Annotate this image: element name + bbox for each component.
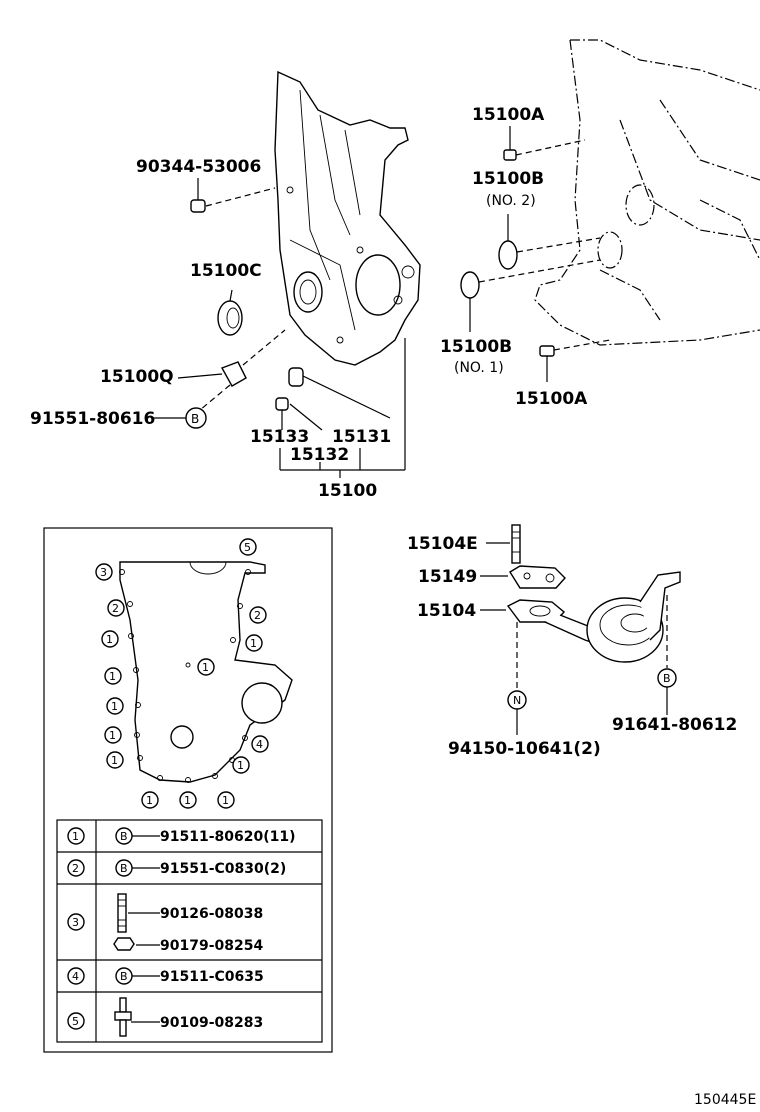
label-15100: 15100 [318, 481, 377, 501]
label-91551-80616: 91551-80616 [30, 409, 155, 429]
dowel-15100A-top [503, 126, 586, 161]
figure-id: 150445E [694, 1092, 756, 1108]
svg-text:4: 4 [72, 970, 79, 983]
label-15104E: 15104E [407, 534, 478, 554]
stud-15104E [486, 524, 521, 564]
svg-text:91511-C0635: 91511-C0635 [160, 969, 264, 985]
svg-text:B: B [120, 862, 128, 875]
svg-text:2: 2 [254, 609, 261, 622]
label-no2: (NO. 2) [486, 193, 536, 209]
svg-text:3: 3 [72, 916, 79, 929]
svg-text:1: 1 [109, 729, 116, 742]
bolt-table-row-4: 4 B 91511-C0635 [67, 967, 264, 985]
dowel-15100A-bottom [539, 339, 611, 382]
bolt-panel-frame [43, 527, 333, 1053]
svg-text:1: 1 [146, 794, 153, 807]
strainer-15104 [480, 571, 681, 690]
svg-text:1: 1 [111, 754, 118, 767]
svg-text:1: 1 [106, 633, 113, 646]
bolt-table-row-3: 3 90126-08038 90179-08254 [67, 893, 263, 954]
svg-text:1: 1 [237, 759, 244, 772]
label-15100C: 15100C [190, 261, 262, 281]
gasket-15149 [480, 565, 566, 589]
svg-text:3: 3 [100, 566, 107, 579]
oring-15100B-no2 [498, 214, 601, 270]
svg-text:2: 2 [112, 602, 119, 615]
label-15100Q: 15100Q [100, 367, 174, 387]
label-15133: 15133 [250, 427, 309, 447]
label-91641-80612: 91641-80612 [612, 715, 737, 735]
svg-text:1: 1 [109, 670, 116, 683]
svg-text:1: 1 [222, 794, 229, 807]
svg-text:1: 1 [202, 661, 209, 674]
engine-block-drawing [534, 39, 760, 346]
small-parts-15131-15133 [275, 338, 406, 478]
bolt-table-row-1: 1 B 91511-80620(11) [67, 827, 296, 845]
bolt-table [56, 819, 323, 1043]
bolt-table-row-2: 2 B 91551-C0830(2) [67, 859, 286, 877]
oil-seal-15100C [217, 289, 243, 336]
svg-text:B: B [120, 830, 128, 843]
label-15100B-no1: 15100B [440, 337, 512, 357]
label-no1: (NO. 1) [454, 360, 504, 376]
svg-text:90126-08038: 90126-08038 [160, 906, 263, 922]
svg-text:1: 1 [184, 794, 191, 807]
svg-text:90179-08254: 90179-08254 [160, 938, 263, 954]
svg-text:2: 2 [72, 862, 79, 875]
label-94150-10641: 94150-10641(2) [448, 739, 601, 759]
svg-text:N: N [513, 694, 521, 707]
oring-15100B-no1 [460, 259, 601, 332]
bolt-symbol-b-text: B [191, 412, 199, 426]
svg-text:5: 5 [244, 541, 251, 554]
bolt-markers: 3 5 2 2 1 1 1 1 1 1 4 1 1 1 1 1 [95, 538, 269, 809]
label-15100A-bottom: 15100A [515, 389, 588, 409]
label-15149: 15149 [418, 567, 477, 587]
label-15100A-top: 15100A [472, 105, 545, 125]
svg-text:1: 1 [250, 637, 257, 650]
svg-text:91551-C0830(2): 91551-C0830(2) [160, 861, 286, 877]
label-15132: 15132 [290, 445, 349, 465]
label-15104: 15104 [417, 601, 476, 621]
svg-text:5: 5 [72, 1015, 79, 1028]
svg-text:90109-08283: 90109-08283 [160, 1015, 263, 1031]
svg-text:1: 1 [72, 830, 79, 843]
svg-text:1: 1 [111, 700, 118, 713]
sensor-15100Q [177, 329, 286, 411]
svg-text:4: 4 [256, 738, 263, 751]
svg-text:B: B [120, 970, 128, 983]
svg-text:91511-80620(11): 91511-80620(11) [160, 829, 296, 845]
label-15131: 15131 [332, 427, 391, 447]
timing-cover-drawing [274, 70, 421, 366]
bolt-table-row-5: 5 90109-08283 [67, 997, 263, 1037]
label-90344-53006: 90344-53006 [136, 157, 261, 177]
svg-text:B: B [663, 672, 671, 685]
plug-90344 [190, 178, 276, 213]
label-15100B-no2: 15100B [472, 169, 544, 189]
